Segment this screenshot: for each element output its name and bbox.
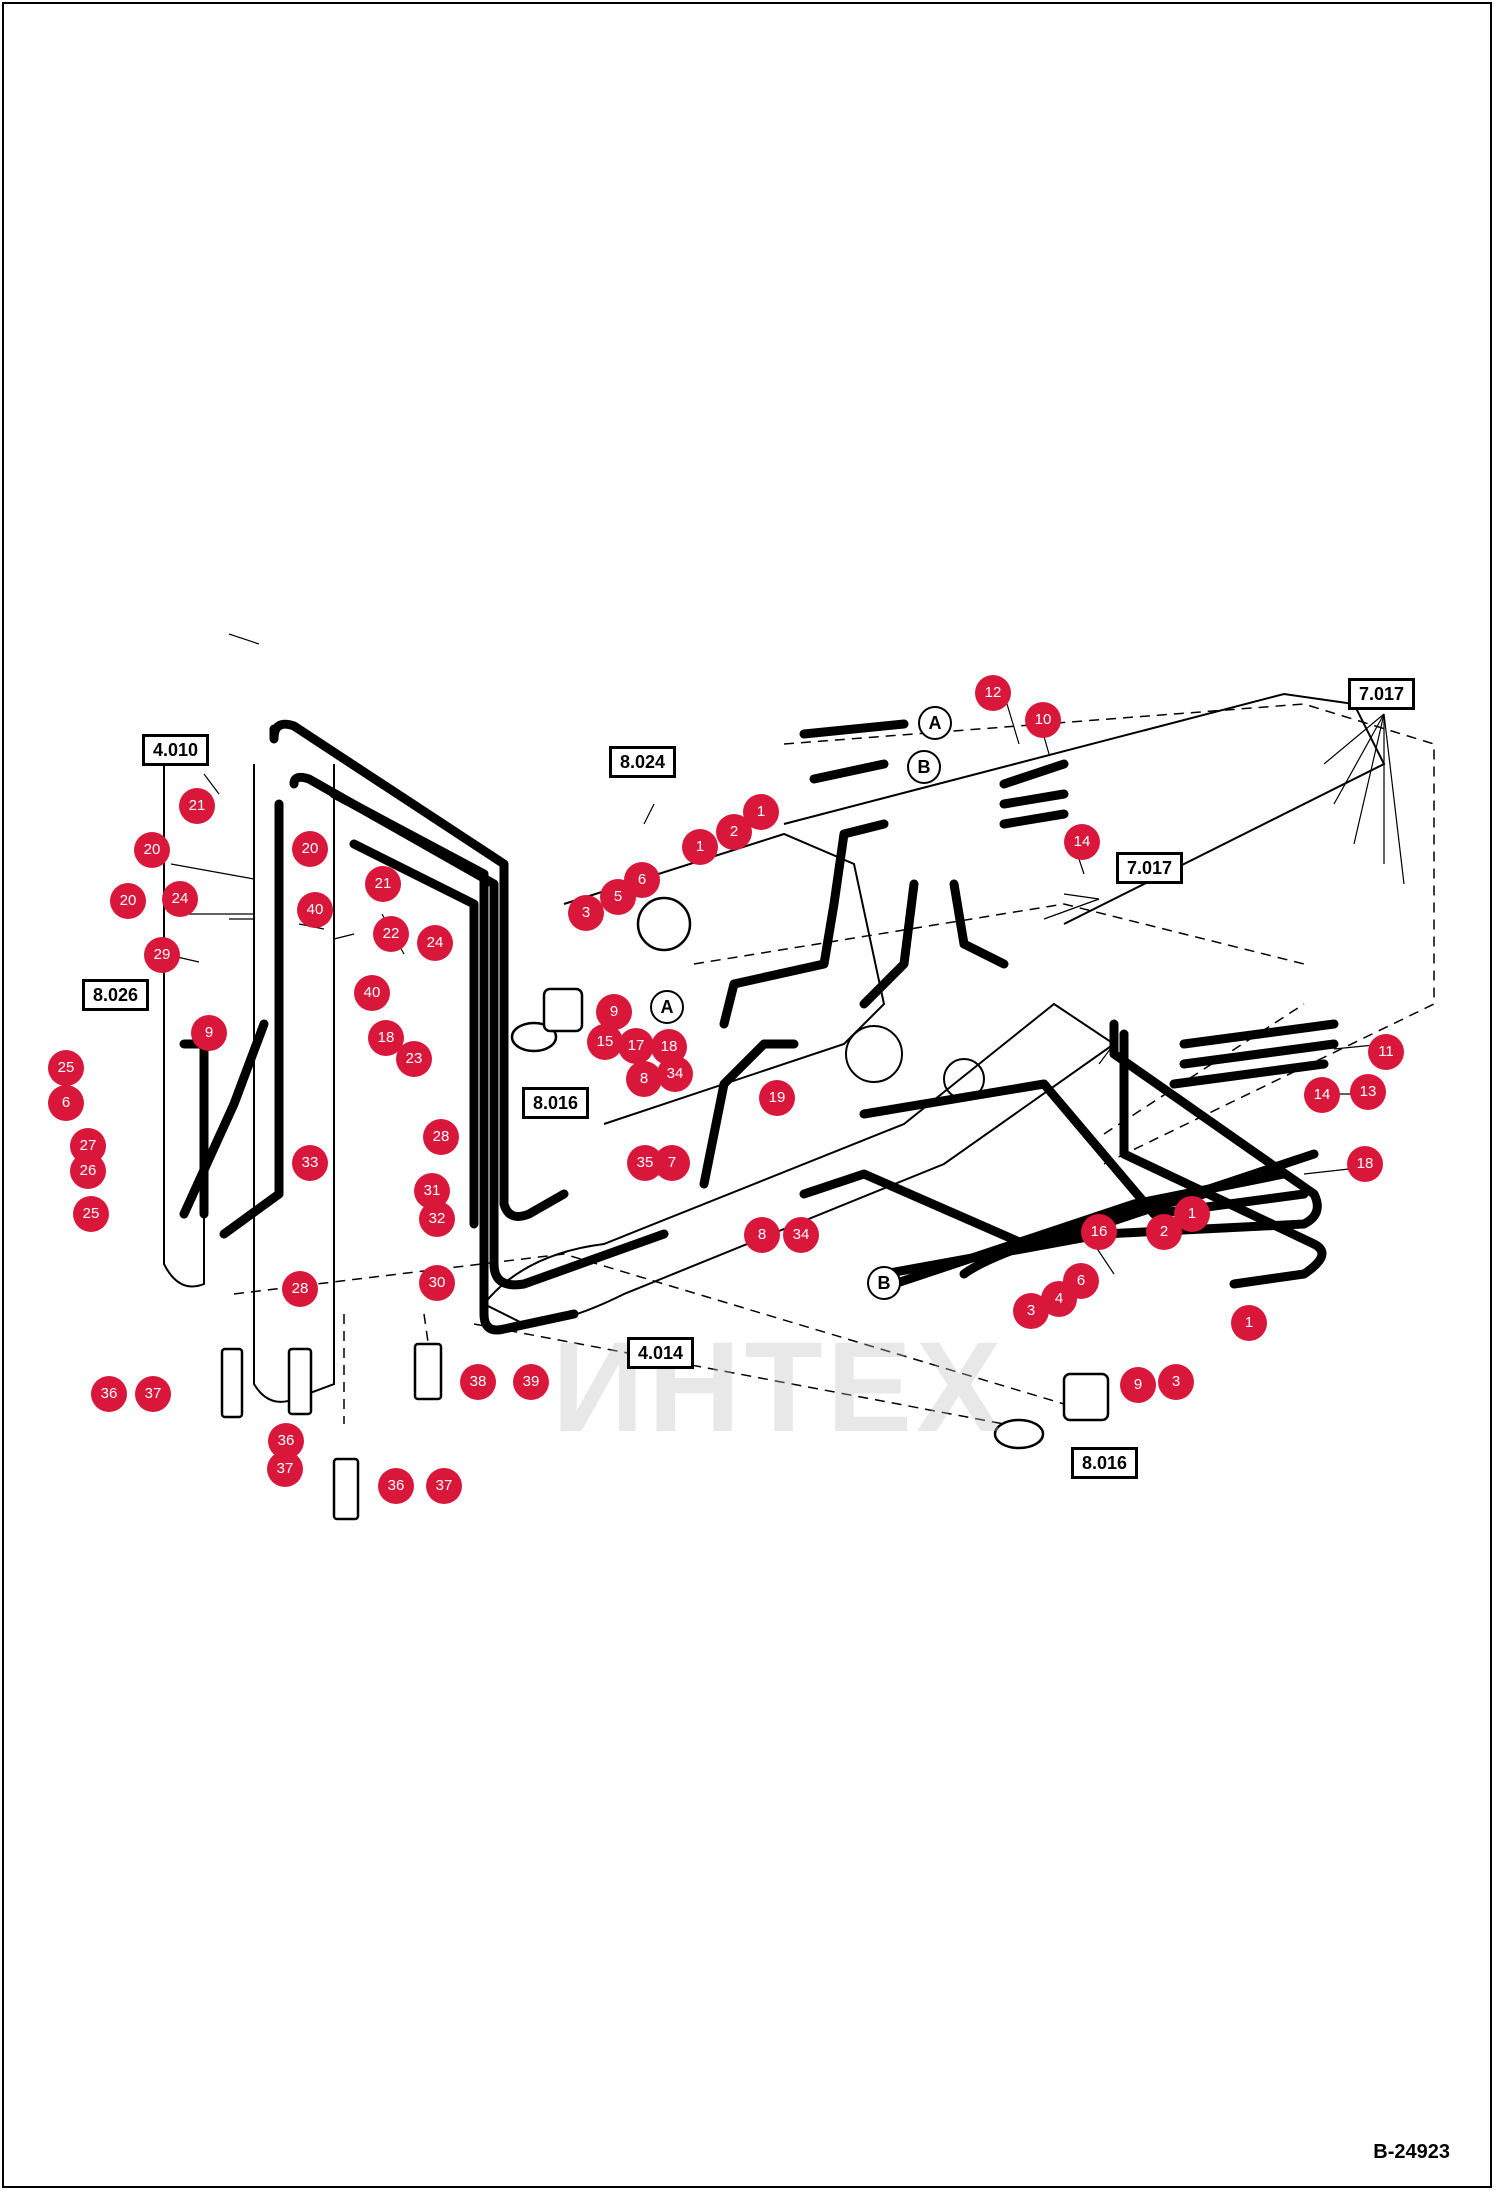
callout: 6 [48,1085,84,1121]
drawing-number: B-24923 [1373,2141,1450,2163]
callout: 21 [179,788,215,824]
callout: 37 [267,1451,303,1487]
callout: 23 [396,1041,432,1077]
callout: 38 [460,1364,496,1400]
quick-couplers [220,1342,443,1521]
callout: 24 [417,925,453,961]
callout: 8 [744,1217,780,1253]
callout: 37 [135,1376,171,1412]
reference-box: 4.014 [627,1337,695,1369]
callout: 25 [48,1050,84,1086]
callout: 10 [1025,702,1061,738]
callout: 22 [373,916,409,952]
callout: 33 [292,1145,328,1181]
callout: 25 [73,1196,109,1232]
callout: 15 [587,1024,623,1060]
callout: 1 [682,829,718,865]
callout: 14 [1064,824,1100,860]
callout: 40 [354,975,390,1011]
callout: 34 [783,1217,819,1253]
callout: 6 [624,862,660,898]
callout: 36 [91,1376,127,1412]
connection-letter: B [867,1266,901,1300]
callout: 20 [134,832,170,868]
cylinder-right [993,1372,1110,1450]
reference-box: 4.010 [142,734,210,766]
callout: 9 [1120,1367,1156,1403]
callout: 3 [1158,1364,1194,1400]
cylinder-left [510,896,692,1053]
callout: 32 [419,1201,455,1237]
callout: 30 [419,1265,455,1301]
reference-box: 7.017 [1348,678,1416,710]
callout: 28 [423,1119,459,1155]
callout: 3 [568,895,604,931]
reference-box: 8.024 [609,746,677,778]
callout: 13 [1350,1074,1386,1110]
callout: 24 [162,881,198,917]
callout: 34 [657,1056,693,1092]
reference-box: 8.016 [1071,1447,1139,1479]
callout: 1 [743,794,779,830]
hydraulic-pipes [179,719,1339,1335]
callout: 3 [1013,1293,1049,1329]
callout: 20 [292,831,328,867]
callout: 12 [975,675,1011,711]
reference-box: 7.017 [1116,852,1184,884]
callout: 19 [759,1080,795,1116]
callout: 16 [1081,1214,1117,1250]
callout: 18 [1347,1146,1383,1182]
callout: 11 [1368,1034,1404,1070]
callout: 29 [144,937,180,973]
watermark-text: ИНТЕХ [552,1316,1006,1459]
callout: 17 [618,1028,654,1064]
callout: 8 [626,1061,662,1097]
callout: 9 [191,1015,227,1051]
callout: 39 [513,1364,549,1400]
callout: 36 [378,1468,414,1504]
connection-letter: B [907,750,941,784]
callout: 20 [110,883,146,919]
callout: 37 [426,1468,462,1504]
callout: 1 [1231,1305,1267,1341]
reference-box: 8.026 [82,979,150,1011]
hydraulic-lines-diagram [163,633,1435,1521]
reference-box: 8.016 [522,1087,590,1119]
callout: 14 [1304,1077,1340,1113]
connection-letter: A [918,706,952,740]
callout: 21 [365,866,401,902]
connection-letter: A [650,990,684,1024]
callout: 40 [297,892,333,928]
callout: 2 [716,814,752,850]
callout: 2 [1146,1214,1182,1250]
callout: 28 [282,1271,318,1307]
callout: 26 [70,1153,106,1189]
leader-lines [163,633,1405,1275]
callout: 7 [654,1145,690,1181]
